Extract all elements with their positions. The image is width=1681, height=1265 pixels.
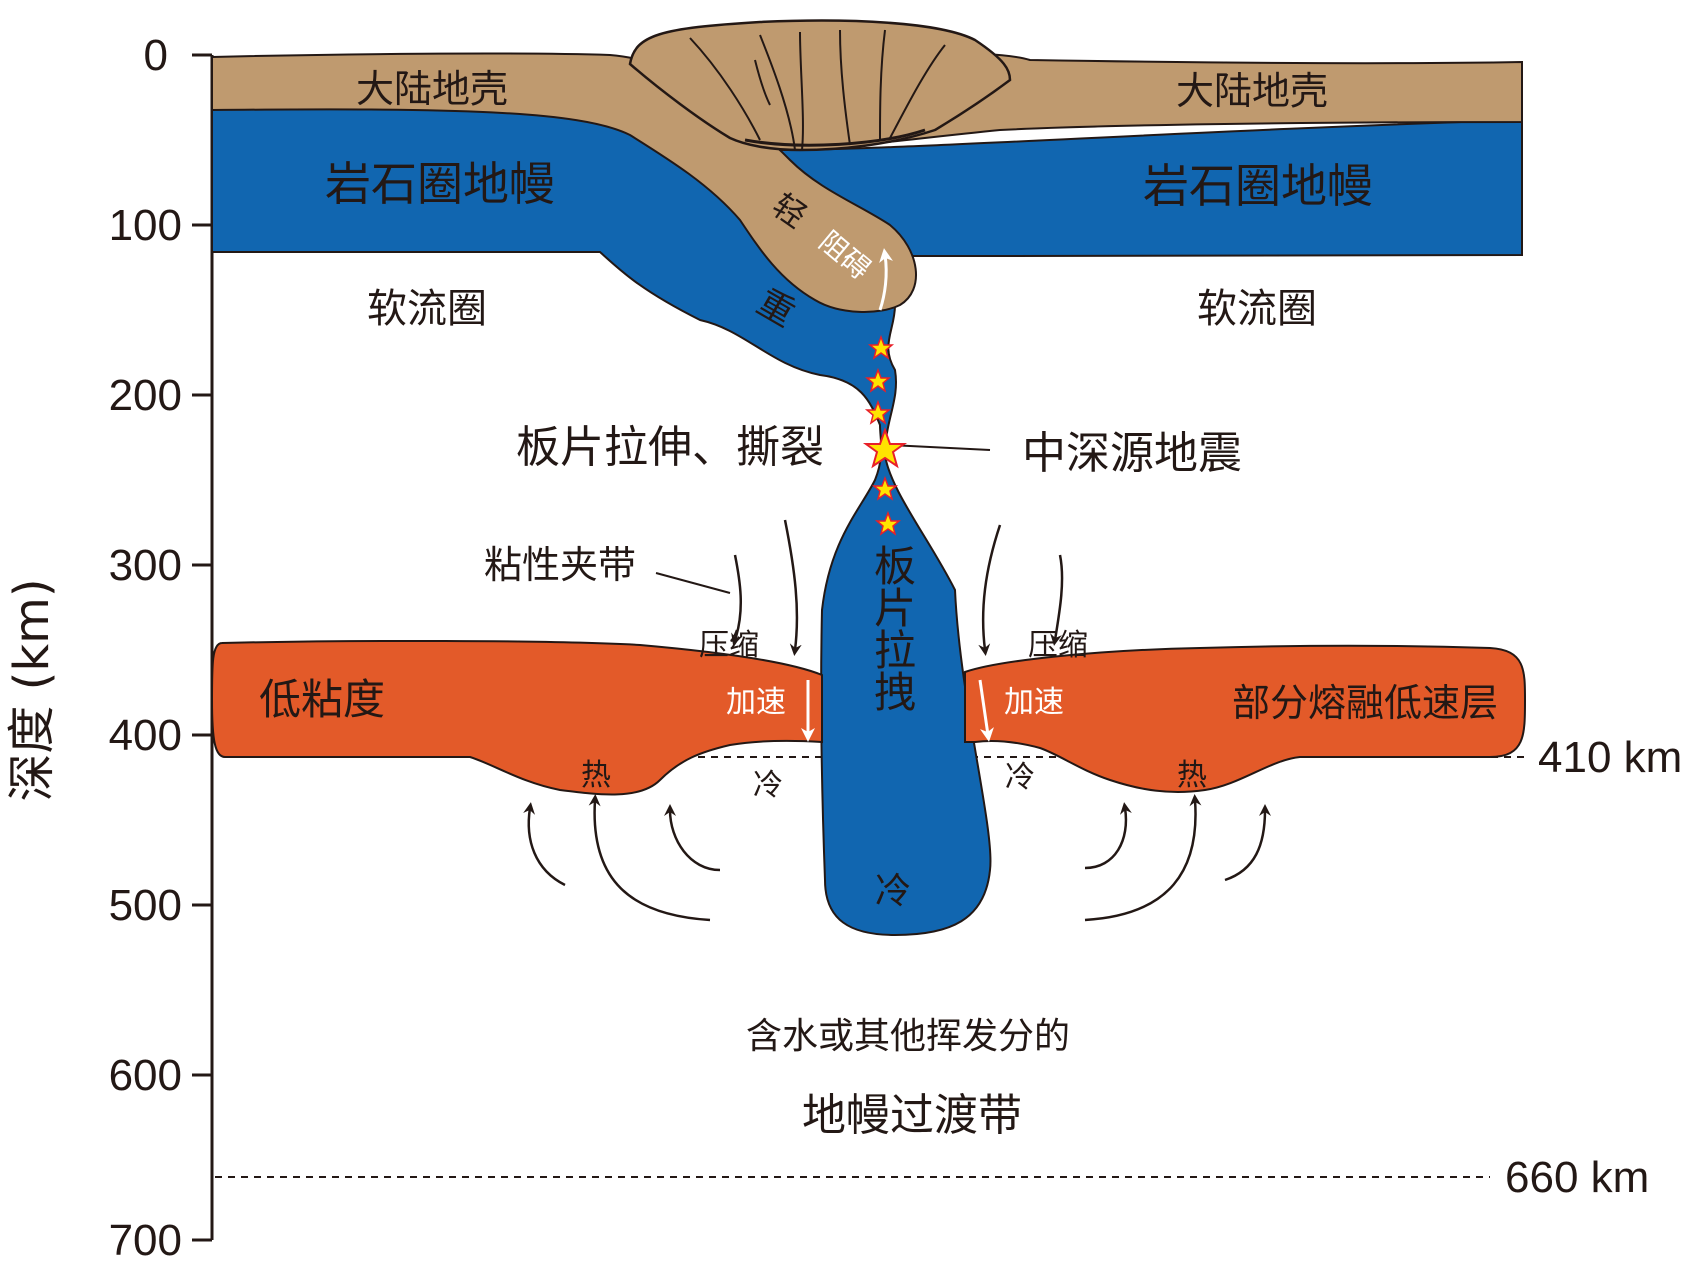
- tick-label-0: 0: [144, 31, 168, 80]
- melt-layer-right: [964, 644, 1526, 793]
- label-low-viscosity: 低粘度: [259, 675, 385, 724]
- label-astheno-left: 软流圈: [367, 286, 487, 332]
- label-astheno-right: 软流圈: [1197, 286, 1317, 332]
- label-crust-right: 大陆地壳: [1176, 69, 1328, 113]
- star-5: [871, 475, 899, 501]
- label-partial-melt: 部分熔融低速层: [1232, 681, 1498, 725]
- depth-axis: 0 100 200 300 400 500 600 700 深度 (km): [4, 31, 214, 1265]
- star-2: [864, 367, 892, 393]
- star-1: [867, 334, 895, 360]
- label-410: 410 km: [1538, 733, 1681, 782]
- tick-label-300: 300: [109, 541, 182, 590]
- label-cold-slab: 冷: [875, 871, 911, 912]
- star-3: [864, 399, 892, 425]
- label-compress-right: 压缩: [1028, 628, 1088, 663]
- label-hot-right: 热: [1177, 758, 1207, 793]
- tick-label-400: 400: [109, 711, 182, 760]
- label-slab-pull: 板片拉拽: [868, 544, 917, 712]
- wedge-faults: [689, 29, 946, 151]
- label-litho-right: 岩石圈地幔: [1143, 159, 1373, 213]
- wedge-base: [744, 128, 926, 147]
- axis-ylabel: 深度 (km): [4, 578, 60, 801]
- label-hot-left: 热: [581, 758, 611, 793]
- lithosphere-right: [778, 118, 1523, 257]
- downwelling-arrows: [731, 519, 1064, 656]
- label-660: 660 km: [1505, 1153, 1649, 1202]
- acceleration-arrows: [801, 679, 994, 742]
- leader-viscous: [655, 572, 731, 594]
- star-6: [874, 510, 902, 536]
- accretionary-wedge: [628, 19, 1012, 152]
- tick-label-600: 600: [109, 1051, 182, 1100]
- tick-label-700: 700: [109, 1216, 182, 1265]
- label-mtz-line1: 含水或其他挥发分的: [746, 1016, 1070, 1057]
- tick-label-500: 500: [109, 881, 182, 930]
- melt-layer-left: [210, 639, 823, 796]
- tick-label-100: 100: [109, 201, 182, 250]
- tick-label-200: 200: [109, 371, 182, 420]
- star-main: [862, 427, 908, 469]
- label-accel-right: 加速: [1004, 685, 1064, 720]
- label-cold-right: 冷: [1005, 760, 1035, 795]
- label-viscous-zone: 粘性夹带: [484, 543, 636, 587]
- label-crust-left: 大陆地壳: [356, 67, 508, 111]
- label-stretch-tear: 板片拉伸、撕裂: [516, 422, 824, 473]
- earthquake-stars: [862, 334, 908, 536]
- label-compress-left: 压缩: [699, 628, 759, 663]
- label-accel-left: 加速: [726, 685, 786, 720]
- obstacle-arrow: [878, 248, 893, 311]
- label-cold-left: 冷: [753, 768, 783, 803]
- label-litho-left: 岩石圈地幔: [325, 157, 555, 211]
- label-mtz-line2: 地幔过渡带: [802, 1090, 1022, 1141]
- leader-earthquake: [889, 444, 991, 451]
- label-earthquake: 中深源地震: [1022, 428, 1242, 479]
- upwelling-arrows: [523, 794, 1271, 922]
